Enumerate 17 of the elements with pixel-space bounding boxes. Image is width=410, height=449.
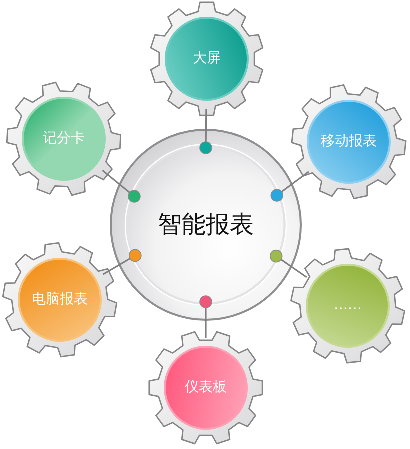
hub-circle — [110, 129, 302, 321]
node-label: 电脑报表 — [32, 292, 88, 308]
gear-node — [1, 241, 119, 359]
connector-line — [200, 108, 212, 154]
hub-label: 智能报表 — [158, 210, 254, 240]
gear-node — [290, 83, 408, 201]
gear-node — [147, 329, 265, 447]
node-label: …… — [334, 298, 362, 314]
node-label: 移动报表 — [321, 134, 377, 150]
connector-line — [102, 170, 141, 203]
gear-node — [148, 0, 266, 118]
node-label: 仪表板 — [185, 380, 227, 396]
gear-node — [5, 80, 123, 198]
node-label: 记分卡 — [43, 130, 85, 148]
gear-node — [289, 247, 407, 365]
connector-line — [270, 171, 310, 202]
node-label: 大屏 — [193, 50, 221, 68]
